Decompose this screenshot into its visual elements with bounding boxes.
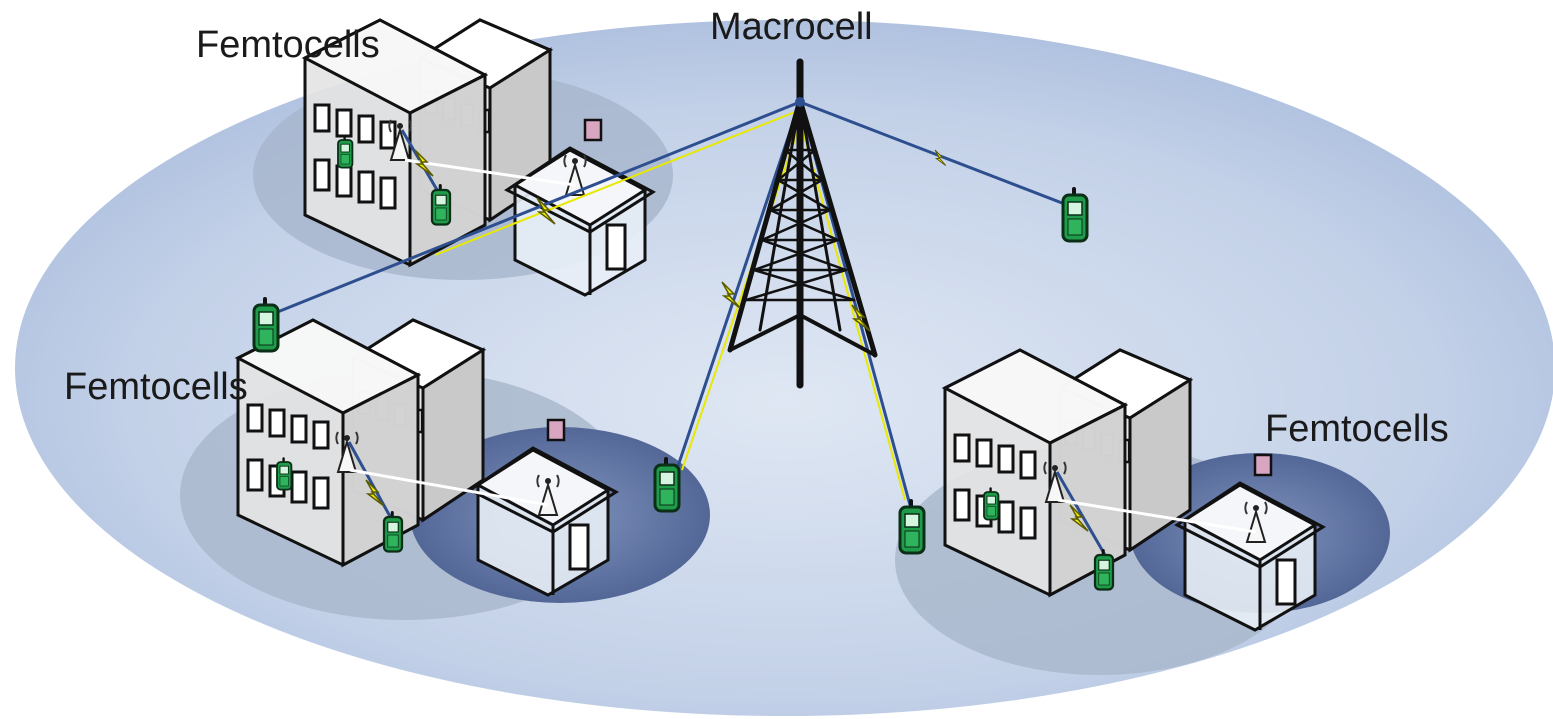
macrocell-tower-icon	[727, 58, 878, 389]
mobile-phone-icon	[983, 486, 1000, 521]
mobile-phone-icon	[653, 455, 681, 513]
mobile-phone-icon	[337, 134, 354, 169]
mobile-phone-icon	[898, 497, 926, 555]
mobile-phone-icon	[382, 509, 404, 553]
mobile-phone-icon	[1093, 547, 1115, 591]
femtocells-label-mid-left: Femtocells	[64, 366, 248, 408]
mobile-phone-icon	[276, 456, 293, 491]
macrocell-label: Macrocell	[710, 6, 873, 48]
mobile-phone-icon	[1061, 185, 1089, 243]
femtocells-label-top-left: Femtocells	[196, 24, 380, 66]
mobile-phone-icon	[430, 182, 452, 226]
femtocells-label-right: Femtocells	[1265, 408, 1449, 450]
femto-backhaul-links	[349, 158, 1257, 534]
mobile-phone-icon	[252, 295, 280, 353]
